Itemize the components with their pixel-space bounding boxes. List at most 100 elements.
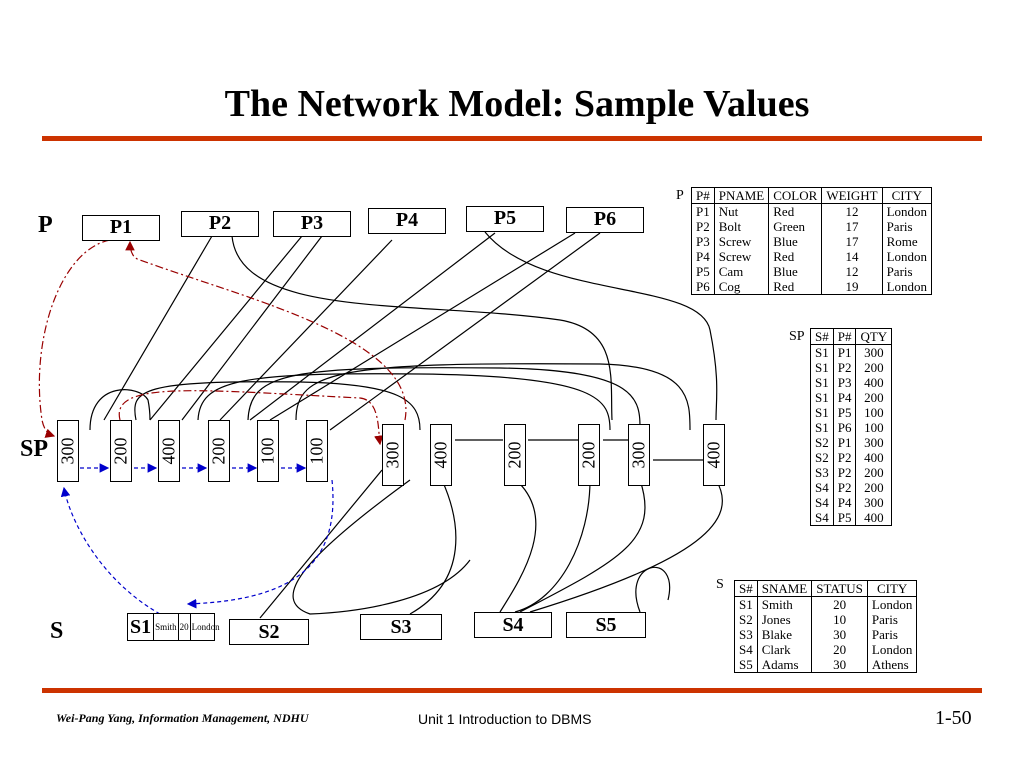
table-cell: 200 — [855, 480, 893, 495]
table-cell: S4 — [810, 480, 834, 495]
table-header: S# — [734, 580, 758, 597]
sp-record-8: 400 — [430, 424, 452, 486]
sp-record-qty: 200 — [504, 441, 525, 469]
sp-record-qty: 300 — [382, 441, 403, 469]
sp-record-qty: 300 — [57, 437, 78, 465]
table-header: P# — [832, 328, 857, 345]
table-cell: 400 — [855, 375, 893, 390]
p-record-1: P1 — [82, 215, 160, 241]
p-label: P — [38, 212, 53, 238]
table-cell: P4 — [691, 249, 715, 264]
sp-record-qty: 100 — [257, 437, 278, 465]
table-cell: Blue — [768, 264, 823, 279]
p-record-6: P6 — [566, 207, 644, 233]
table-cell: 10 — [811, 612, 868, 627]
s-record-3: S3 — [360, 614, 442, 640]
table-cell: 200 — [855, 360, 893, 375]
table-cell: Screw — [713, 234, 770, 249]
p-record-3: P3 — [273, 211, 351, 237]
footer-rule — [42, 688, 982, 693]
s1-name: Smith — [154, 614, 179, 640]
table-cell: Nut — [713, 203, 770, 219]
table-cell: S1 — [810, 420, 834, 435]
sp-record-4: 200 — [208, 420, 230, 482]
sp-record-2: 200 — [110, 420, 132, 482]
s-label: S — [50, 618, 64, 644]
table-cell: P4 — [832, 390, 857, 405]
table-cell: London — [881, 203, 933, 219]
table-cell: P6 — [691, 279, 715, 295]
table-cell: Paris — [866, 612, 918, 627]
table-cell: S3 — [734, 627, 758, 642]
table-cell: P2 — [832, 360, 857, 375]
table-cell: 200 — [855, 465, 893, 480]
table-cell: Athens — [866, 657, 918, 673]
table-cell: Paris — [866, 627, 918, 642]
table-cell: 100 — [855, 405, 893, 420]
table-header: STATUS — [811, 580, 868, 597]
table-cell: S1 — [810, 390, 834, 405]
table-header: SNAME — [756, 580, 813, 597]
table-cell: 400 — [855, 450, 893, 465]
title-rule — [42, 136, 982, 141]
sp-label: SP — [20, 436, 49, 462]
p-record-5: P5 — [466, 206, 544, 232]
table-header: COLOR — [768, 187, 823, 204]
sp-table-label: SP — [789, 329, 805, 344]
table-cell: 100 — [855, 420, 893, 435]
table-cell: 200 — [855, 390, 893, 405]
sp-record-12: 400 — [703, 424, 725, 486]
sp-record-qty: 300 — [628, 441, 649, 469]
table-cell: Paris — [881, 219, 933, 234]
table-cell: P1 — [832, 435, 857, 450]
table-cell: Rome — [881, 234, 933, 249]
table-cell: P5 — [691, 264, 715, 279]
s1-status: 20 — [179, 614, 191, 640]
s1-id: S1 — [128, 614, 155, 640]
sp-record-5: 100 — [257, 420, 279, 482]
table-cell: P1 — [691, 203, 715, 219]
table-cell: London — [866, 596, 918, 612]
table-cell: Paris — [881, 264, 933, 279]
table-cell: S4 — [734, 642, 758, 657]
sp-record-11: 300 — [628, 424, 650, 486]
table-header: CITY — [881, 187, 933, 204]
table-cell: London — [881, 249, 933, 264]
page-number: 1-50 — [935, 707, 972, 729]
s-record-2: S2 — [229, 619, 309, 645]
table-header: CITY — [866, 580, 918, 597]
table-header: P# — [691, 187, 715, 204]
table-header: S# — [810, 328, 834, 345]
table-cell: P5 — [832, 510, 857, 526]
table-cell: Smith — [756, 596, 813, 612]
table-cell: P3 — [832, 375, 857, 390]
table-cell: 300 — [855, 495, 893, 510]
p-record-4: P4 — [368, 208, 446, 234]
table-cell: Adams — [756, 657, 813, 673]
s1-city: London — [191, 622, 220, 632]
s-record-5: S5 — [566, 612, 646, 638]
table-cell: 400 — [855, 510, 893, 526]
table-cell: Red — [768, 249, 823, 264]
table-cell: Cam — [713, 264, 770, 279]
table-cell: Red — [768, 279, 823, 295]
table-cell: 30 — [811, 657, 868, 673]
table-cell: 30 — [811, 627, 868, 642]
table-cell: 17 — [821, 219, 883, 234]
table-cell: S1 — [810, 360, 834, 375]
table-cell: S1 — [734, 596, 758, 612]
